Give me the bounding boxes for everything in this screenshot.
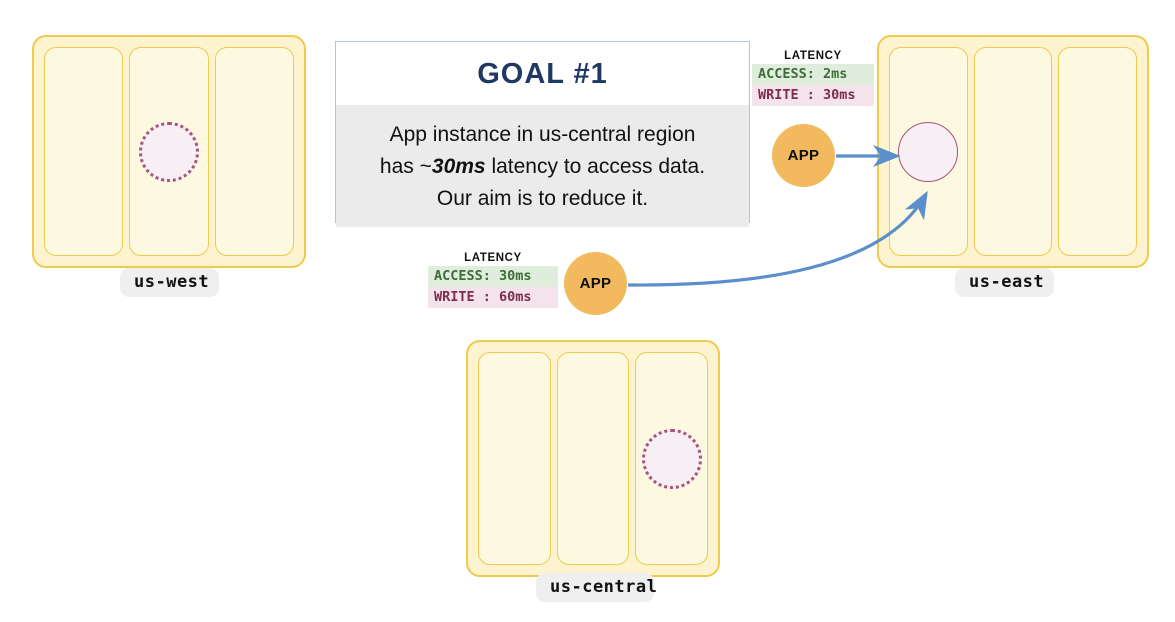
app-node-us-east[interactable]: APP: [772, 124, 835, 187]
zone-us-east-1[interactable]: [889, 47, 968, 256]
zone-us-central-1[interactable]: [478, 352, 551, 565]
latency-row-write-us-east: WRITE : 30ms: [752, 85, 874, 106]
zone-us-east-2[interactable]: [973, 47, 1053, 256]
goal-callout: GOAL #1 App instance in us-central regio…: [335, 41, 750, 227]
data-replica-us-east[interactable]: [898, 121, 959, 182]
region-label-us-central: us-central: [536, 573, 657, 602]
zone-us-west-1[interactable]: [44, 47, 124, 256]
zone-us-west-2[interactable]: [129, 47, 209, 256]
latency-row-access-us-central: ACCESS: 30ms: [428, 266, 558, 287]
goal-description: App instance in us-central region has ~3…: [336, 105, 749, 227]
app-node-us-central[interactable]: APP: [564, 252, 627, 315]
goal-line-2: has ~30ms latency to access data.: [352, 151, 733, 183]
data-replica-us-west[interactable]: [138, 121, 199, 182]
zone-us-east-3[interactable]: [1058, 47, 1138, 256]
goal-line-2-prefix: has ~: [379, 154, 432, 178]
goal-title: GOAL #1: [336, 42, 749, 105]
region-label-us-west: us-west: [120, 268, 219, 297]
region-us-east[interactable]: [877, 35, 1149, 268]
latency-card-us-central: LATENCY ACCESS: 30ms WRITE : 60ms: [428, 252, 558, 308]
goal-line-2-suffix: latency to access data.: [485, 154, 706, 178]
data-replica-us-central[interactable]: [641, 428, 702, 489]
goal-line-2-emphasis: 30ms: [431, 154, 486, 178]
region-us-west[interactable]: [32, 35, 306, 268]
latency-title-us-east: LATENCY: [784, 50, 842, 62]
region-label-us-east: us-east: [955, 268, 1054, 297]
latency-row-access-us-east: ACCESS: 2ms: [752, 64, 874, 85]
goal-line-3: Our aim is to reduce it.: [436, 186, 649, 210]
zone-us-central-2[interactable]: [556, 352, 630, 565]
latency-title-us-central: LATENCY: [464, 252, 522, 264]
latency-card-us-east: LATENCY ACCESS: 2ms WRITE : 30ms: [752, 50, 874, 106]
latency-row-write-us-central: WRITE : 60ms: [428, 287, 558, 308]
goal-line-1: App instance in us-central region: [389, 123, 696, 146]
zone-us-central-3[interactable]: [635, 352, 709, 565]
region-us-central[interactable]: [466, 340, 720, 577]
zone-us-west-3[interactable]: [214, 47, 294, 256]
